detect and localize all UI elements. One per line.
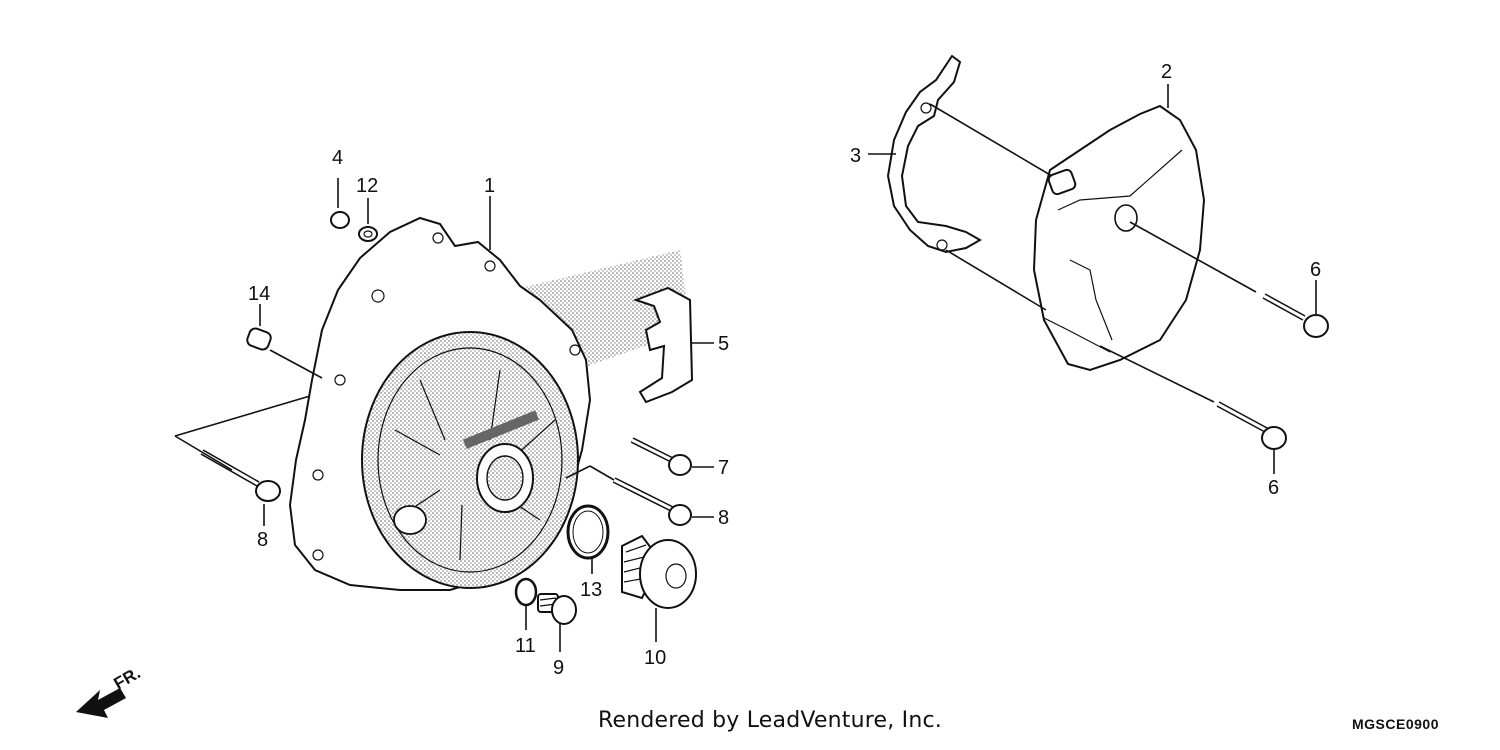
o-ring-13[interactable] <box>566 504 610 574</box>
callout-8-right: 8 <box>718 507 729 529</box>
callout-6-upper: 6 <box>1310 259 1321 281</box>
front-direction-label: FR. <box>111 663 144 693</box>
dowel-pin-4[interactable] <box>330 178 350 229</box>
washer-11[interactable] <box>514 577 538 630</box>
callout-11: 11 <box>515 635 536 657</box>
drain-bolt-9[interactable] <box>537 593 577 652</box>
callout-2: 2 <box>1161 61 1172 83</box>
outer-cover-2[interactable] <box>1032 84 1206 372</box>
callout-9: 9 <box>553 657 564 679</box>
front-direction-arrow: FR. <box>76 663 144 718</box>
callout-5: 5 <box>718 333 729 355</box>
flange-bolt-6-upper[interactable] <box>1262 280 1329 338</box>
flange-bolt-6-lower[interactable] <box>1216 401 1287 474</box>
bolt-7[interactable] <box>630 437 714 476</box>
callout-10: 10 <box>644 647 666 669</box>
callout-1: 1 <box>484 175 495 197</box>
callout-8-left: 8 <box>257 529 268 551</box>
callout-7: 7 <box>718 457 729 479</box>
left-crankcase-cover[interactable] <box>288 216 592 591</box>
callout-4: 4 <box>332 147 343 169</box>
bracket-5[interactable] <box>633 286 714 404</box>
callout-12: 12 <box>356 175 378 197</box>
callout-14: 14 <box>248 283 270 305</box>
flange-bolt-8-right[interactable] <box>565 465 714 526</box>
washer-12[interactable] <box>358 198 378 242</box>
plug-cap-10[interactable] <box>621 534 697 642</box>
callout-13: 13 <box>580 579 602 601</box>
right-leaders <box>929 103 1257 403</box>
callout-6-lower: 6 <box>1268 477 1279 499</box>
diagram-code: MGSCE0900 <box>1352 716 1439 732</box>
gasket-3[interactable] <box>868 54 983 254</box>
dowel-pin-14[interactable] <box>246 304 323 379</box>
callout-3: 3 <box>850 145 861 167</box>
flange-bolt-8-left[interactable] <box>174 395 311 526</box>
render-credit: Rendered by LeadVenture, Inc. <box>598 708 942 733</box>
